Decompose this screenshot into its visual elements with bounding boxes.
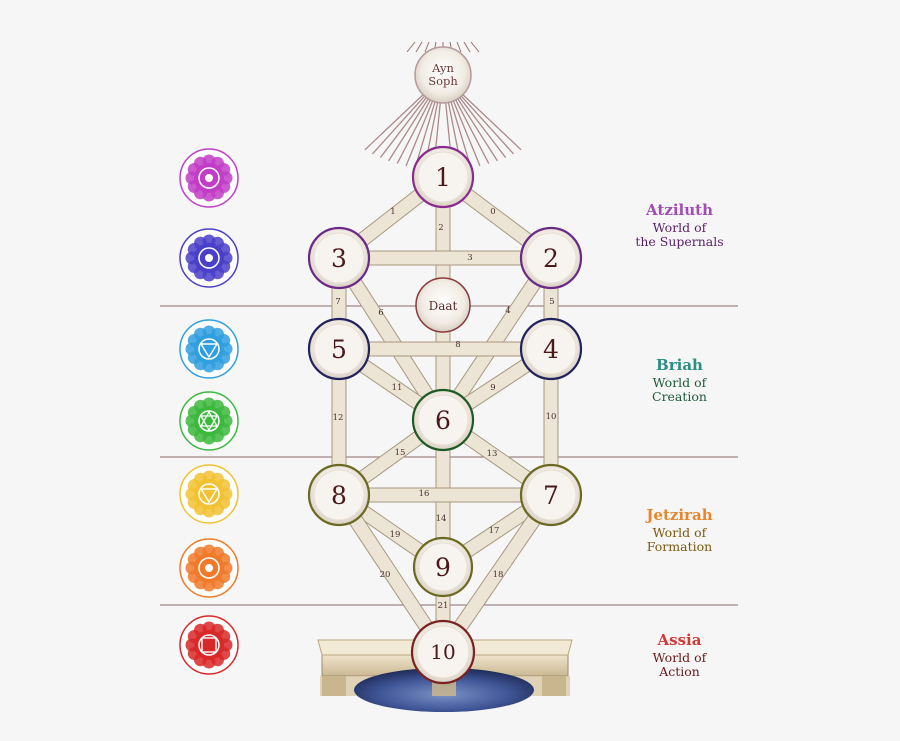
sephirah-7[interactable]: 7 [521,465,581,525]
sephirah-10[interactable]: 10 [412,621,474,683]
root-chakra-icon [180,616,238,674]
ayn-soph-line2: Soph [428,74,458,88]
path-label: 8 [455,340,460,350]
sephirah-label: 6 [435,406,451,435]
daat-node[interactable]: Daat [416,278,470,332]
world-line2: the Supernals [612,235,747,249]
path-label: 18 [493,570,504,580]
sephirah-label: 9 [435,553,451,582]
path-label: 1 [390,207,395,217]
path-label: 9 [490,383,495,393]
sephirah-8[interactable]: 8 [309,465,369,525]
sephirah-label: 7 [543,481,559,510]
world-line1: World of [612,526,747,540]
sephirah-4[interactable]: 4 [521,319,581,379]
world-atziluth: Atziluth World of the Supernals [612,201,747,249]
path-3 [339,251,551,265]
chakras-layer [180,149,238,674]
world-name: Assia [612,631,747,649]
path-label: 7 [335,297,340,307]
heart-chakra-icon [180,392,238,450]
path-label: 10 [546,412,557,422]
sephirah-label: 4 [543,335,559,364]
world-line1: World of [612,651,747,665]
path-label: 4 [505,306,510,316]
path-8 [339,342,551,356]
crown-chakra-icon [180,149,238,207]
sephirah-label: 10 [430,640,455,664]
sephirah-9[interactable]: 9 [414,538,472,596]
path-label: 16 [419,489,430,499]
sephirah-1[interactable]: 1 [413,147,473,207]
path-label: 20 [380,570,391,580]
path-label: 5 [549,297,554,307]
world-line2: Action [612,665,747,679]
sephirah-label: 1 [435,163,451,192]
world-name: Atziluth [612,201,747,219]
path-16 [339,488,551,502]
sephirah-3[interactable]: 3 [309,228,369,288]
path-label: 11 [392,383,403,393]
path-label: 6 [378,308,383,318]
path-label: 19 [390,530,401,540]
world-jetzirah: Jetzirah World of Formation [612,506,747,554]
sephirah-2[interactable]: 2 [521,228,581,288]
world-line2: Formation [612,540,747,554]
throat-chakra-icon [180,320,238,378]
ayn-soph-line1: Ayn [431,61,454,75]
ayn-soph-node: Ayn Soph [415,47,471,103]
world-briah: Briah World of Creation [612,356,747,404]
daat-label: Daat [429,299,458,313]
sephirah-5[interactable]: 5 [309,319,369,379]
world-line1: World of [612,221,747,235]
path-label: 14 [436,514,447,524]
path-label: 3 [467,253,472,263]
sacral-chakra-icon [180,539,238,597]
sephirah-label: 2 [543,244,559,273]
world-name: Jetzirah [612,506,747,524]
sephirah-label: 3 [331,244,347,273]
world-assia: Assia World of Action [612,631,747,679]
sephirah-label: 5 [331,335,347,364]
path-label: 21 [438,601,449,611]
path-label: 2 [438,223,443,233]
path-label: 12 [333,413,344,423]
world-line1: World of [612,376,747,390]
third-eye-chakra-icon [180,229,238,287]
path-label: 17 [489,526,500,536]
sephirah-6[interactable]: 6 [413,390,473,450]
solar-plexus-chakra-icon [180,465,238,523]
path-label: 15 [395,448,406,458]
world-name: Briah [612,356,747,374]
world-line2: Creation [612,390,747,404]
path-label: 13 [487,449,498,459]
path-label: 0 [490,207,495,217]
sephirah-label: 8 [331,481,347,510]
